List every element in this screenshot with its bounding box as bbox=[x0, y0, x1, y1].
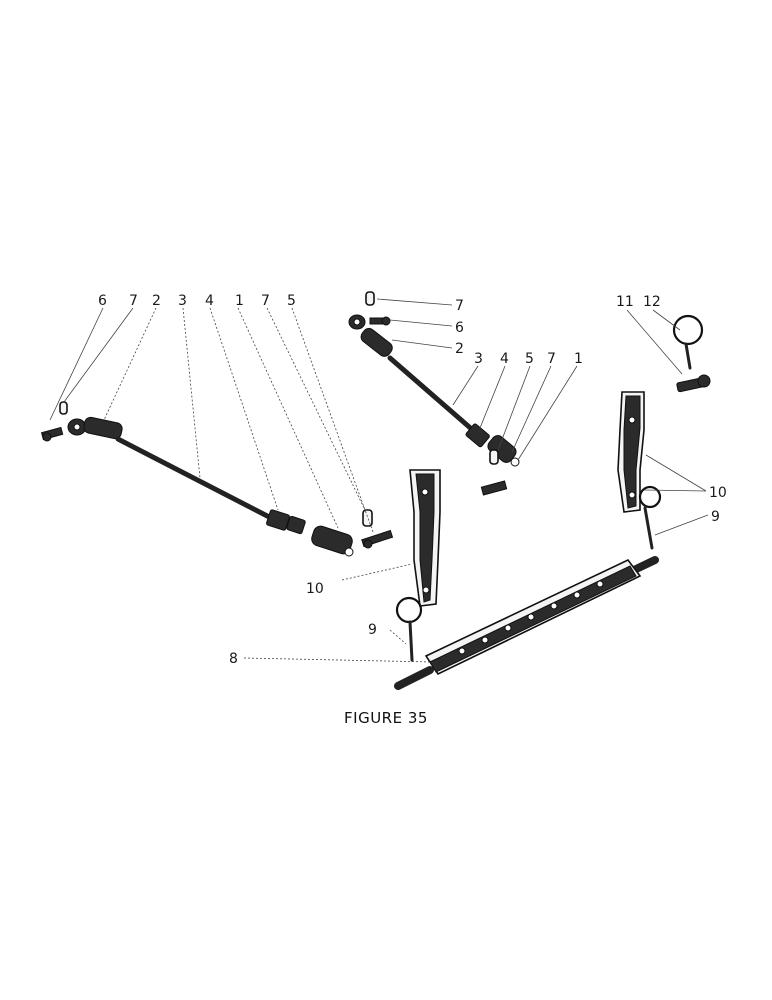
drawbar bbox=[394, 556, 659, 690]
left-pin9 bbox=[408, 620, 414, 662]
callout-11: 11 bbox=[616, 294, 634, 310]
left-pin bbox=[40, 426, 64, 442]
callout-4: 4 bbox=[205, 293, 214, 309]
right-pin bbox=[643, 506, 654, 550]
left-bracket bbox=[395, 469, 441, 662]
callout-1: 1 bbox=[235, 293, 244, 309]
callout-right-10: 10 bbox=[709, 485, 727, 501]
callout-top-1: 1 bbox=[574, 351, 583, 367]
callout-7b: 7 bbox=[261, 293, 270, 309]
callouts-top-link-right: 7 6 2 bbox=[455, 298, 464, 357]
callout-top-3: 3 bbox=[474, 351, 483, 367]
callouts-top-link-bottom: 3 4 5 7 1 bbox=[474, 351, 583, 367]
callout-12: 12 bbox=[643, 294, 661, 310]
top-rod bbox=[387, 355, 478, 435]
callout-7: 7 bbox=[129, 293, 138, 309]
callouts-bracket-right: 10 9 bbox=[709, 485, 727, 525]
callouts-left-link: 6 7 2 3 4 1 7 5 bbox=[98, 293, 296, 309]
top-nut bbox=[465, 423, 490, 448]
left-rod bbox=[115, 436, 278, 523]
callout-top-7b: 7 bbox=[547, 351, 556, 367]
callout-3: 3 bbox=[178, 293, 187, 309]
callouts-pin-top: 11 12 bbox=[616, 294, 661, 310]
callout-6: 6 bbox=[98, 293, 107, 309]
callouts-bracket-left: 10 9 bbox=[306, 581, 377, 638]
top-pin bbox=[369, 316, 391, 326]
top-clip bbox=[365, 291, 375, 306]
callout-8: 8 bbox=[229, 651, 238, 667]
top-end-pin bbox=[480, 449, 508, 496]
callout-right-9: 9 bbox=[711, 509, 720, 525]
figure-caption: FIGURE 35 bbox=[344, 709, 428, 727]
left-nut bbox=[266, 509, 306, 535]
callout-5: 5 bbox=[287, 293, 296, 309]
callout-left-10: 10 bbox=[306, 581, 324, 597]
left-sleeve bbox=[83, 416, 123, 440]
left-clip bbox=[59, 401, 68, 415]
callout-top-7: 7 bbox=[455, 298, 464, 314]
top-end bbox=[487, 435, 520, 467]
callout-2: 2 bbox=[152, 293, 161, 309]
callout-top-6: 6 bbox=[455, 320, 464, 336]
callout-top-4: 4 bbox=[500, 351, 509, 367]
pin-11 bbox=[676, 374, 711, 393]
ring bbox=[672, 314, 704, 346]
top-sleeve bbox=[360, 327, 393, 357]
top-ball-end bbox=[348, 314, 366, 330]
left-end-pin bbox=[361, 509, 394, 549]
left-end-sleeve bbox=[311, 525, 354, 557]
right-bracket bbox=[617, 391, 662, 550]
left-ring bbox=[395, 596, 423, 624]
leader-lines bbox=[49, 298, 709, 663]
callout-left-9: 9 bbox=[368, 622, 377, 638]
callout-top-5: 5 bbox=[525, 351, 534, 367]
right-ring bbox=[638, 485, 662, 509]
drawbar-holes bbox=[458, 580, 604, 655]
left-ball-end bbox=[67, 418, 87, 436]
callout-top-2: 2 bbox=[455, 341, 464, 357]
top-link-assembly bbox=[348, 291, 520, 496]
lynch-pin-assembly bbox=[672, 314, 711, 393]
left-link-assembly bbox=[40, 401, 394, 557]
